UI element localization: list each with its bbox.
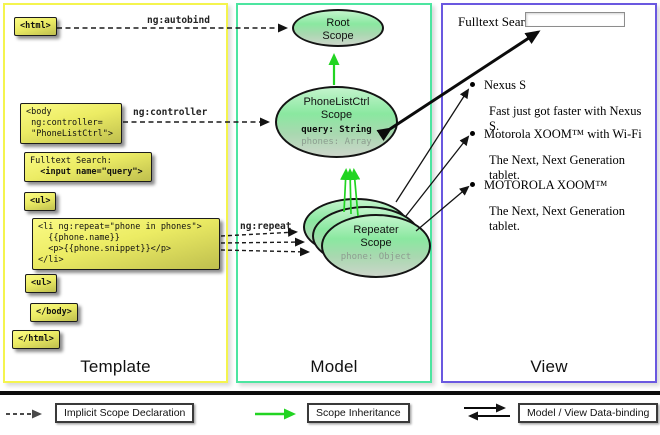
bullet-icon — [470, 82, 475, 87]
scope-inheritance-arrow-icon — [255, 408, 296, 420]
body-close-tag-box: </body> — [30, 303, 78, 323]
fulltext-input-box: Fulltext Search: <input name="query"> — [24, 152, 152, 183]
phone-snippet: The Next, Next Generation tablet. — [489, 204, 626, 233]
view-column-label: View — [530, 357, 568, 376]
ul-close-tag-box: <ul> — [25, 274, 58, 294]
phonelistctrl-scope-name-line2: Scope — [320, 108, 353, 121]
query-property: query: String — [301, 125, 372, 136]
ng-repeat-label: ng:repeat — [240, 221, 292, 232]
phones-property: phones: Array — [301, 136, 372, 147]
repeater-scope-name-line2: Scope — [360, 236, 392, 249]
view-phone-item: Nexus S Fast just got faster with Nexus … — [470, 78, 652, 134]
legend-databinding-label: Model / View Data-binding — [518, 403, 659, 423]
repeater-scope-name-line1: Repeater — [353, 224, 399, 236]
ng-controller-label: ng:controller — [133, 107, 208, 118]
li-repeat-box: <li ng:repeat="phone in phones"> {{phone… — [32, 218, 220, 271]
phone-name: Nexus S — [484, 78, 527, 92]
repeater-scope-front-ellipse: Repeater Scope phone: Object — [321, 214, 431, 278]
html-open-tag-box: <html> — [14, 17, 57, 37]
databinding-arrows-icon — [464, 403, 510, 421]
body-open-tag-box: <body ng:controller= "PhoneListCtrl"> — [20, 103, 122, 145]
fulltext-search-input[interactable] — [525, 12, 625, 27]
view-phone-item: Motorola XOOM™ with Wi-Fi The Next, Next… — [470, 127, 652, 183]
fulltext-label-line: Fulltext Search: — [30, 156, 112, 166]
root-scope-name-line2: Scope — [322, 29, 354, 42]
bullet-icon — [470, 131, 475, 136]
phone-name: MOTOROLA XOOM™ — [484, 178, 608, 192]
template-column-label: Template — [80, 357, 151, 376]
phonelistctrl-scope-name-line1: PhoneListCtrl — [303, 96, 370, 108]
view-fulltext-search-label: Fulltext Search: — [458, 14, 541, 29]
legend-separator-line — [0, 391, 660, 395]
model-column-label: Model — [310, 357, 358, 376]
input-tag-line: <input name="query"> — [30, 167, 143, 178]
html-close-tag-box: </html> — [12, 330, 60, 350]
phone-snippet: The Next, Next Generation tablet. — [489, 153, 626, 182]
phone-property: phone: Object — [340, 252, 412, 263]
root-scope-ellipse: Root Scope — [292, 9, 384, 47]
view-phone-item: MOTOROLA XOOM™ The Next, Next Generation… — [470, 178, 652, 234]
implicit-scope-arrow-icon — [6, 409, 42, 419]
root-scope-name-line1: Root — [326, 17, 350, 29]
phone-name: Motorola XOOM™ with Wi-Fi — [484, 127, 642, 141]
ng-autobind-label: ng:autobind — [147, 15, 210, 26]
legend-implicit-scope-label: Implicit Scope Declaration — [55, 403, 195, 423]
model-column: Model — [236, 3, 432, 383]
legend-scope-inheritance-label: Scope Inheritance — [307, 403, 410, 423]
bullet-icon — [470, 182, 475, 187]
phonelistctrl-scope-ellipse: PhoneListCtrl Scope query: String phones… — [275, 86, 398, 158]
ul-open-tag-box: <ul> — [24, 192, 57, 212]
